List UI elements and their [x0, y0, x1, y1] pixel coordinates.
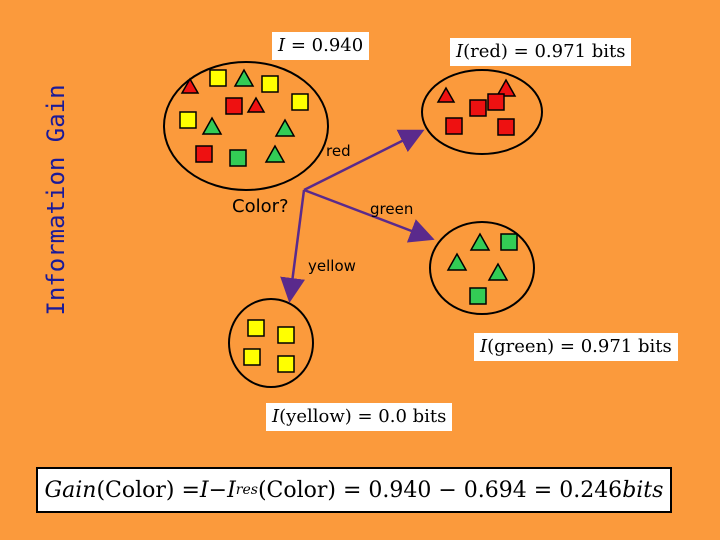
yellow-square [277, 355, 295, 373]
red-square [445, 117, 463, 135]
green-triangle [446, 252, 468, 271]
red-square [497, 118, 515, 136]
yellow-branch-label: yellow [308, 257, 356, 275]
yellow-node-ellipse [228, 298, 314, 388]
green-info-arg: (green) [487, 336, 555, 357]
red-triangle [495, 78, 517, 97]
gain-ires: I [227, 477, 236, 503]
red-info-arg: (red) [463, 41, 508, 62]
gain-arg2: (Color) = 0.940 − 0.694 = 0.246 [257, 477, 623, 503]
red-info-value: = 0.971 bits [507, 41, 626, 62]
yellow-branch-arrow [280, 189, 306, 303]
green-info-fn: I [480, 336, 488, 357]
green-node-ellipse [429, 221, 535, 315]
gain-ires-sub: res [235, 482, 258, 498]
yellow-info-fn: I [272, 406, 280, 427]
green-triangle [264, 144, 286, 163]
gain-arg: (Color) = [96, 477, 200, 503]
yellow-square [179, 111, 197, 129]
green-branch-arrow [303, 188, 435, 243]
yellow-square [261, 75, 279, 93]
gain-fn: Gain [44, 477, 97, 503]
red-square [225, 97, 243, 115]
yellow-square [243, 348, 261, 366]
green-square [229, 149, 247, 167]
green-info-box: I(green) = 0.971 bits [474, 333, 678, 361]
root-info-value: = 0.940 [285, 35, 364, 56]
red-branch-arrow [303, 129, 425, 192]
green-triangle [469, 232, 491, 251]
yellow-info-value: = 0.0 bits [351, 406, 447, 427]
gain-i: I [199, 477, 209, 503]
yellow-square [209, 69, 227, 87]
root-info-box: I = 0.940 [272, 32, 370, 60]
red-info-box: I(red) = 0.971 bits [450, 38, 632, 66]
yellow-square [291, 93, 309, 111]
gain-minus: − [208, 477, 228, 503]
root-info-var: I [278, 35, 286, 56]
green-square [500, 233, 518, 251]
red-branch-label: red [326, 142, 351, 160]
green-triangle [233, 68, 255, 87]
red-square [487, 93, 505, 111]
yellow-info-arg: (yellow) [279, 406, 352, 427]
red-triangle [246, 96, 266, 113]
red-node-ellipse [421, 69, 543, 155]
split-label: Color? [232, 196, 289, 217]
red-square [469, 99, 487, 117]
yellow-square [247, 319, 265, 337]
red-triangle [180, 77, 200, 94]
green-info-value: = 0.971 bits [554, 336, 672, 357]
green-triangle [487, 262, 509, 281]
red-info-fn: I [456, 41, 464, 62]
yellow-square [277, 326, 295, 344]
yellow-info-box: I(yellow) = 0.0 bits [266, 403, 453, 431]
green-square [469, 287, 487, 305]
red-square [195, 145, 213, 163]
root-node-ellipse [163, 61, 329, 191]
green-branch-label: green [370, 200, 414, 218]
green-triangle [201, 116, 223, 135]
red-triangle [436, 86, 456, 103]
gain-unit: bits [622, 477, 664, 503]
green-triangle [274, 118, 296, 137]
